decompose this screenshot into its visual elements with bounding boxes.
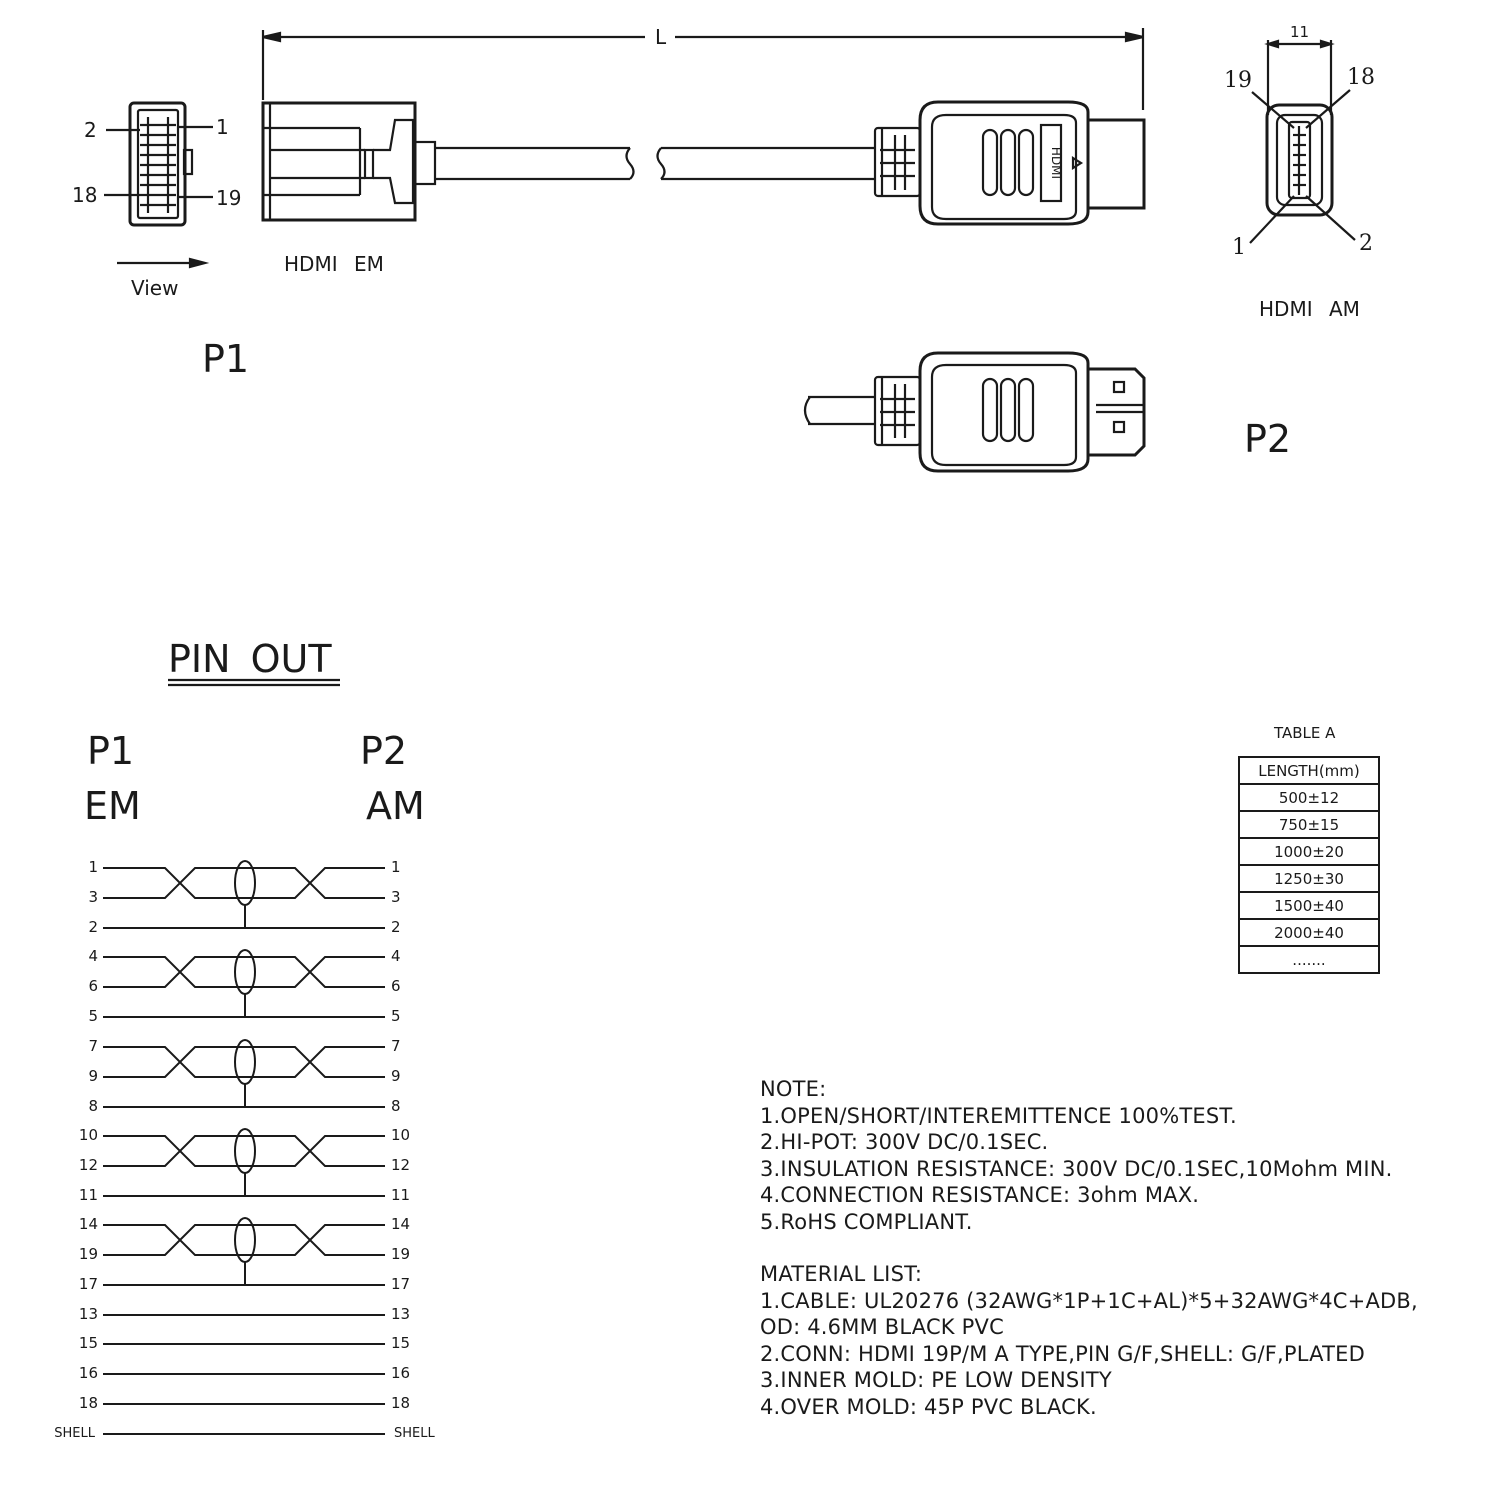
am-plug-top: HDMI [873,100,1146,226]
em-pin-18-label: 18 [72,183,98,207]
note-item: 4.CONNECTION RESISTANCE: 3ohm MAX. [760,1183,1200,1207]
length-dimension [261,28,1145,110]
left-pin-label: 14 [78,1215,98,1233]
material-item: OD: 4.6MM BLACK PVC [760,1315,1004,1339]
left-pin-label: 13 [78,1305,98,1323]
p2-label: P2 [1244,417,1292,461]
left-pin-label: 18 [78,1394,98,1412]
am-pin-18-label: 18 [1347,65,1375,90]
p1-label: P1 [202,337,250,381]
right-pin-label: 2 [391,918,401,936]
am-pin-1-label: 1 [1232,235,1246,260]
em-connector-body [261,101,875,222]
left-pin-label: SHELL [54,1426,95,1441]
note-item: 1.OPEN/SHORT/INTEREMITTENCE 100%TEST. [760,1103,1237,1128]
material-item: 2.CONN: HDMI 19P/M A TYPE,PIN G/F,SHELL:… [760,1341,1365,1366]
table-cell: ....... [1238,945,1380,974]
right-pin-label: 16 [391,1364,411,1382]
materials-title: MATERIAL LIST: [760,1262,923,1286]
right-pin-label: 10 [391,1126,411,1144]
right-pin-label: 4 [391,947,401,965]
material-item: 1.CABLE: UL20276 (32AWG*1P+1C+AL)*5+32AW… [760,1288,1418,1313]
left-pin-label: 7 [88,1037,98,1055]
left-pin-label: 3 [88,888,98,906]
right-pin-label: 6 [391,977,401,995]
table-cell: 2000±40 [1238,918,1380,947]
length-table: LENGTH(mm) 500±12 750±15 1000±20 1250±30… [1238,756,1380,974]
left-pin-label: 12 [78,1156,98,1174]
am-plug-bottom [803,351,1146,473]
hdmi-em-label: HDMI EM [284,252,384,276]
right-pin-label: 5 [391,1007,401,1025]
left-pin-label: 16 [78,1364,98,1382]
table-cell: 500±12 [1238,783,1380,812]
pinout-right-head: P2 [360,729,408,773]
right-pin-label: 1 [391,858,401,876]
am-pin-2-label: 2 [1359,231,1373,256]
right-pin-label: 3 [391,888,401,906]
right-pin-label: 12 [391,1156,411,1174]
em-pin-1-label: 1 [216,115,229,139]
right-pin-label: 15 [391,1334,411,1352]
note-item: 5.RoHS COMPLIANT. [760,1209,973,1234]
right-pin-label: 17 [391,1275,411,1293]
left-pin-label: 17 [78,1275,98,1293]
am-width-label: 11 [1290,23,1310,41]
left-pin-label: 11 [78,1186,98,1204]
right-pin-label: 13 [391,1305,411,1323]
table-cell: 750±15 [1238,810,1380,839]
am-pin-19-label: 19 [1224,68,1252,93]
left-pin-label: 4 [88,947,98,965]
material-item: 4.OVER MOLD: 45P PVC BLACK. [760,1394,1097,1419]
pinout-left-head: P1 [87,729,135,773]
pinout-title: PIN OUT [168,637,332,681]
left-pin-label: 8 [88,1097,98,1115]
material-item: 3.INNER MOLD: PE LOW DENSITY [760,1368,1112,1392]
em-pin-2-label: 2 [84,118,97,142]
right-pin-label: 9 [391,1067,401,1085]
view-label: View [131,276,179,300]
left-pin-label: 2 [88,918,98,936]
note-item: 2.HI-POT: 300V DC/0.1SEC. [760,1130,1049,1154]
left-pin-label: 10 [78,1126,98,1144]
right-pin-label: 8 [391,1097,401,1115]
left-pin-label: 19 [78,1245,98,1263]
right-pin-label: 19 [391,1245,411,1263]
table-cell: 1500±40 [1238,891,1380,920]
em-pin-19-label: 19 [216,186,242,210]
note-item: 3.INSULATION RESISTANCE: 300V DC/0.1SEC,… [760,1156,1393,1181]
pinout-right-sub: AM [366,784,425,828]
notes-title: NOTE: [760,1077,827,1101]
am-end-view [1249,39,1356,244]
table-a-title: TABLE A [1274,724,1336,742]
right-pin-label: SHELL [394,1426,435,1441]
left-pin-label: 15 [78,1334,98,1352]
hdmi-am-label: HDMI AM [1259,297,1360,321]
right-pin-label: 7 [391,1037,401,1055]
left-pin-label: 9 [88,1067,98,1085]
svg-text:HDMI: HDMI [1049,147,1063,179]
length-label: L [652,27,670,47]
right-pin-label: 18 [391,1394,411,1412]
notes-block: NOTE: 1.OPEN/SHORT/INTEREMITTENCE 100%TE… [760,1076,1418,1420]
pinout-wiring [103,860,385,1435]
right-pin-label: 14 [391,1215,411,1233]
table-header: LENGTH(mm) [1238,756,1380,785]
left-pin-label: 1 [88,858,98,876]
pinout-left-sub: EM [84,784,141,828]
left-pin-label: 5 [88,1007,98,1025]
left-pin-label: 6 [88,977,98,995]
table-cell: 1000±20 [1238,837,1380,866]
right-pin-label: 11 [391,1186,411,1204]
em-end-view [104,101,213,269]
table-cell: 1250±30 [1238,864,1380,893]
